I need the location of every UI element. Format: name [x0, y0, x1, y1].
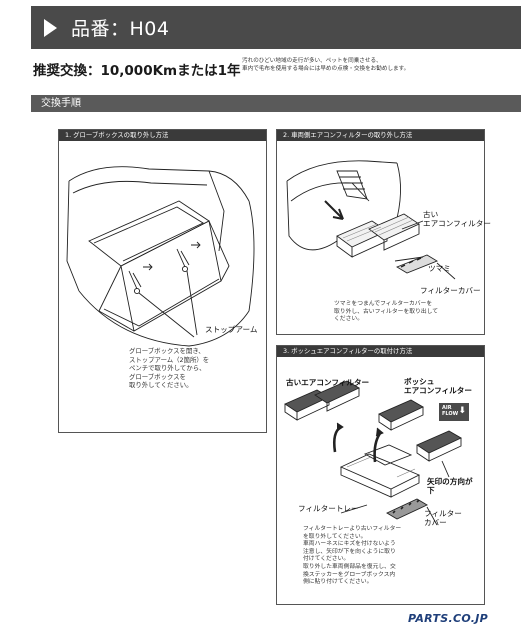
- remove-filter-illustration: [286, 160, 456, 280]
- arrow-direction-label: 矢印の方向が 下: [427, 477, 473, 495]
- label-line: 矢印の方向が: [427, 477, 473, 486]
- stop-arm-label: ストップアーム: [205, 325, 258, 334]
- step1-panel: 1. グローブボックスの取り外し方法: [58, 129, 267, 433]
- step3-heading: 3. ボッシュエアコンフィルターの取付け方法: [277, 346, 484, 357]
- section-header: 交換手順: [31, 95, 521, 112]
- play-triangle-icon: [44, 18, 57, 37]
- step3-panel: 3. ボッシュエアコンフィルターの取付け方法: [276, 345, 485, 605]
- step1-instructions: グローブボックスを開き、 ストップアーム（2箇所）を ペンチで取り外してから、 …: [129, 347, 209, 390]
- label-line: 下: [427, 486, 435, 495]
- page-title: 品番：H04: [71, 18, 170, 40]
- recommendation-note-line: 汚れのひどい地域の走行が多い、ペットを同乗させる、: [242, 58, 382, 64]
- step3-instructions: フィルタートレーより古いフィルター を取り外してください。 車両ハーネスにキズを…: [303, 526, 401, 587]
- instruction-line: 換ステッカーをグローブボックス内: [303, 571, 396, 578]
- install-filter-illustration: [284, 380, 462, 526]
- instruction-line: ください。: [334, 316, 363, 323]
- label-line: カバー: [424, 518, 447, 527]
- down-arrow-icon: ⬇: [458, 406, 466, 416]
- title-bar: 品番：H04: [31, 6, 521, 49]
- label-line: エアコンフィルター: [404, 386, 472, 395]
- recommendation-row: 推奨交換：10,000Kmまたは1年 汚れのひどい地域の走行が多い、ペットを同乗…: [33, 57, 523, 83]
- filter-tray-label: フィルタートレー: [298, 504, 359, 513]
- filter-cover-label: フィルター カバー: [424, 509, 462, 527]
- badge-line: AIR: [442, 405, 452, 411]
- glovebox-illustration: [66, 166, 255, 347]
- label-line: エアコンフィルター: [423, 219, 491, 228]
- recommended-interval: 推奨交換：10,000Kmまたは1年: [33, 63, 241, 79]
- instruction-line: 取り外し、古いフィルターを取り出して: [334, 308, 439, 315]
- label-line: 古い: [423, 210, 439, 219]
- knob-label: ツマミ: [428, 264, 451, 273]
- badge-line: FLOW: [442, 411, 459, 417]
- instruction-line: 付けてください。: [303, 556, 350, 563]
- instruction-line: を取り外してください。: [303, 533, 367, 540]
- instruction-line: フィルタートレーより古いフィルター: [303, 526, 402, 532]
- step2-panel: 2. 車両側エアコンフィルターの取り外し方法 古い: [276, 129, 491, 335]
- instruction-line: 取り外した車両側部品を復元し、交: [303, 563, 396, 570]
- instruction-line: グローブボックスを開き、: [129, 347, 205, 355]
- instruction-line: 側に貼り付けてください。: [303, 579, 373, 586]
- step2-heading: 2. 車両側エアコンフィルターの取り外し方法: [277, 130, 484, 141]
- label-line: フィルター: [424, 509, 462, 518]
- air-flow-badge: AIR FLOW ⬇: [439, 403, 469, 421]
- step2-instructions: ツマミをつまんでフィルターカバーを 取り外し、古いフィルターを取り出して くださ…: [334, 301, 438, 324]
- instruction-line: グローブボックスを: [129, 372, 186, 381]
- instruction-line: ストップアーム（2箇所）を: [129, 355, 210, 364]
- section-title: 交換手順: [41, 98, 81, 109]
- old-filter-label: 古いエアコンフィルター: [286, 378, 370, 387]
- recommendation-note: 汚れのひどい地域の走行が多い、ペットを同乗させる、 車内で毛布を使用する場合には…: [242, 57, 409, 73]
- step1-heading: 1. グローブボックスの取り外し方法: [59, 130, 266, 141]
- instruction-line: 車両ハーネスにキズを付けないよう: [303, 541, 396, 548]
- recommendation-note-line: 車内で毛布を使用する場合には早めの点検・交換をお勧めします。: [242, 66, 410, 72]
- instruction-line: ツマミをつまんでフィルターカバーを: [334, 301, 433, 307]
- old-filter-label: 古い エアコンフィルター: [423, 210, 491, 228]
- instruction-line: 取り外してください。: [129, 381, 193, 390]
- instruction-line: ペンチで取り外してから、: [129, 364, 206, 373]
- parts-logo: PARTS.CO.JP: [408, 612, 488, 625]
- bosch-filter-label: ボッシュ エアコンフィルター: [404, 377, 472, 395]
- instruction-line: 注意し、矢印が下を向くように取り: [303, 548, 396, 555]
- filter-cover-label: フィルターカバー: [420, 286, 481, 295]
- label-line: ボッシュ: [404, 377, 435, 386]
